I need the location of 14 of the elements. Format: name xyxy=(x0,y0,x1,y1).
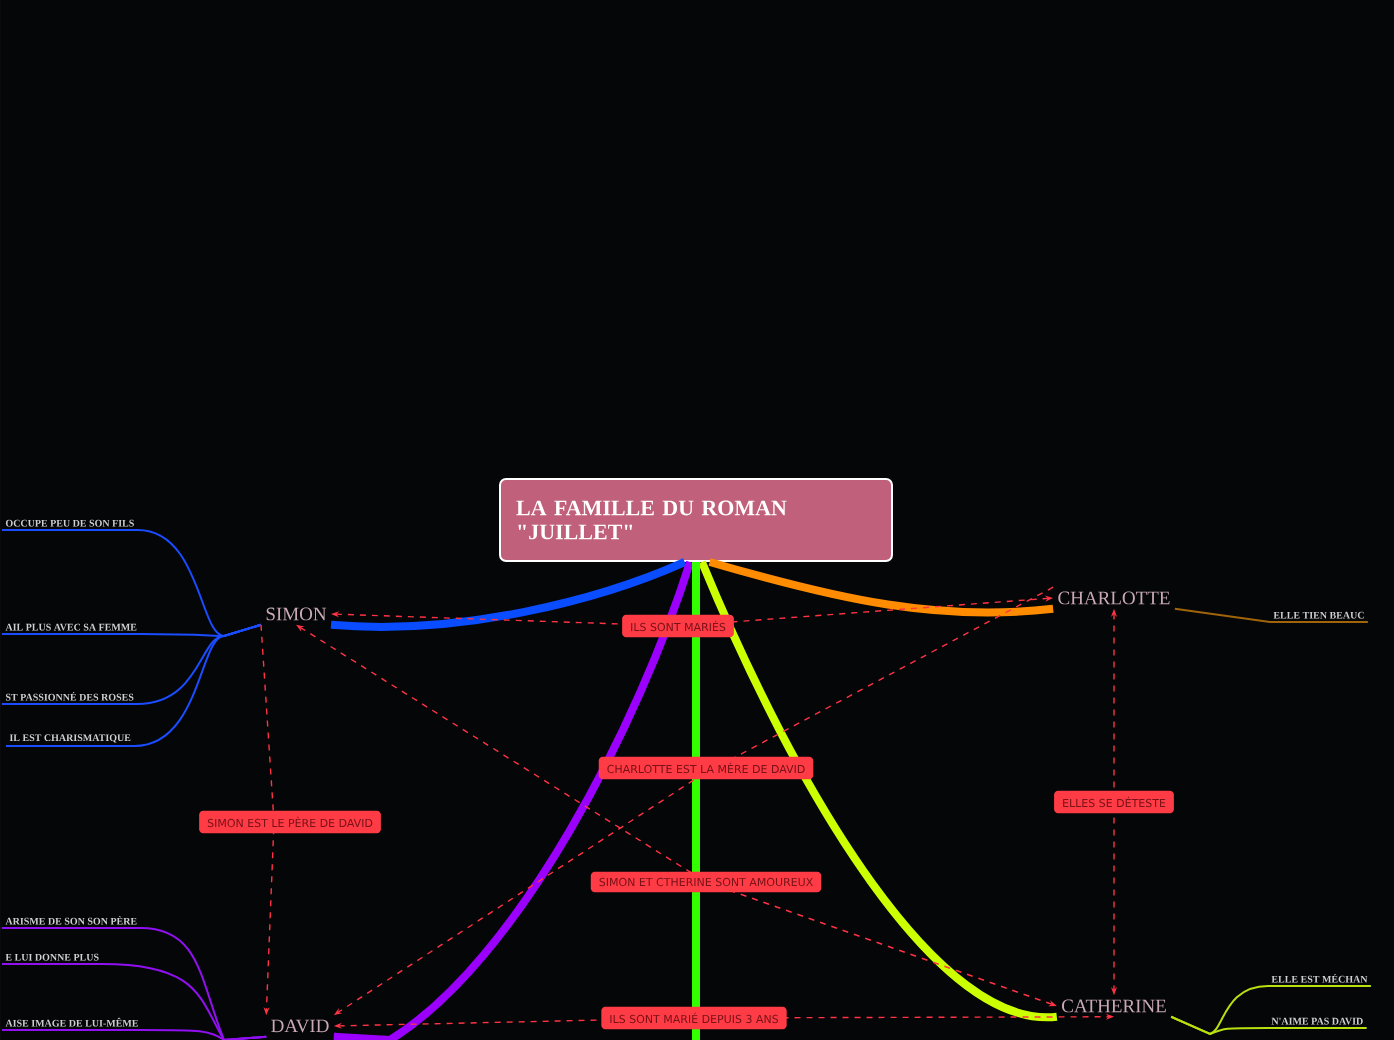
person-name: SIMON xyxy=(266,607,327,621)
title-box: LA FAMILLE DU ROMAN "JUILLET" xyxy=(499,478,893,562)
branch-line xyxy=(1170,1015,1368,1035)
branch-line xyxy=(330,558,687,631)
person-name: CATHERINE xyxy=(1062,999,1166,1013)
branch-line xyxy=(698,560,1058,1021)
branch-line xyxy=(1173,607,1369,623)
branch-line xyxy=(5,623,262,747)
branch-line xyxy=(333,560,694,1040)
branch-line xyxy=(708,558,1054,617)
person-name: CHARLOTTE xyxy=(1058,591,1170,605)
branch-line xyxy=(692,562,700,1040)
branch-line xyxy=(1,1028,268,1040)
person-name: DAVID xyxy=(271,1019,329,1033)
